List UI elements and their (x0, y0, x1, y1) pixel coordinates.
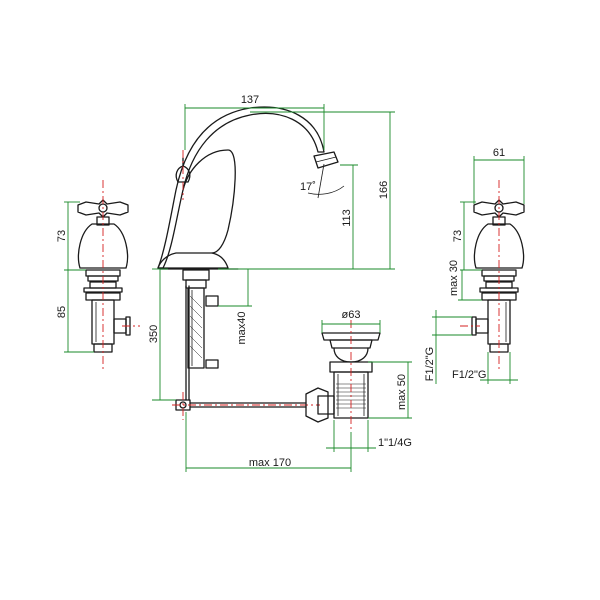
popup-waste (305, 320, 381, 432)
label-right-handle-height: 73 (452, 230, 464, 242)
label-right-max-30: max 30 (448, 260, 460, 296)
label-right-width: 61 (493, 147, 505, 159)
label-spout-angle: 17˚ (300, 181, 316, 193)
left-valve (77, 180, 140, 372)
label-spout-reach: 137 (241, 94, 259, 106)
label-waste-max-50: max 50 (396, 374, 408, 410)
spout-assembly (157, 106, 345, 420)
label-waste-thread: 1"1/4G (378, 437, 412, 449)
label-max-deck-40: max40 (236, 311, 248, 344)
label-spout-height: 113 (341, 209, 353, 227)
dimension-labels: 137 17˚ 113 166 73 85 350 max40 ø63 max … (56, 94, 505, 469)
label-total-height: 166 (378, 181, 390, 199)
label-waste-diameter: ø63 (342, 309, 361, 321)
dimension-lines (64, 104, 525, 472)
label-left-valve-height: 85 (56, 306, 68, 318)
label-right-thread-vertical: F1/2"G (424, 347, 436, 381)
label-rod-max-170: max 170 (249, 457, 291, 469)
label-left-handle-height: 73 (56, 230, 68, 242)
right-valve (460, 180, 525, 372)
label-right-thread-horizontal: F1/2"G (452, 369, 486, 381)
label-rod-length: 350 (148, 325, 160, 343)
